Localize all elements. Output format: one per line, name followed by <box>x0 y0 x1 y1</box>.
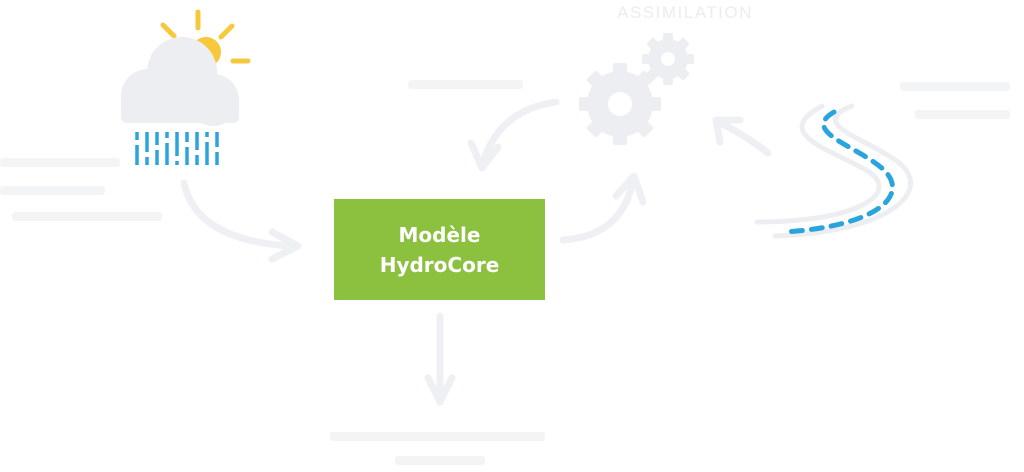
arrow-weather-to-model <box>180 179 302 263</box>
model-title-line1: Modèle <box>398 222 481 247</box>
large-gear-icon <box>579 63 661 145</box>
faint-text-lines <box>0 80 1010 465</box>
model-box: Modèle HydroCore <box>334 199 545 300</box>
gears-icon <box>579 33 694 145</box>
assimilation-label: ASSIMILATION <box>617 3 753 22</box>
model-title-line2: HydroCore <box>379 252 500 277</box>
arrow-observation-to-assimilation <box>712 116 772 157</box>
arrow-model-to-output <box>424 312 456 406</box>
sun-cloud-rain-icon <box>121 9 251 165</box>
rain-icon <box>135 132 219 165</box>
river-icon <box>754 103 913 239</box>
small-gear-icon <box>642 33 694 85</box>
arrow-assimilation-to-model <box>467 98 560 172</box>
arrow-model-to-assimilation <box>559 172 647 244</box>
cloud-icon <box>121 37 239 126</box>
